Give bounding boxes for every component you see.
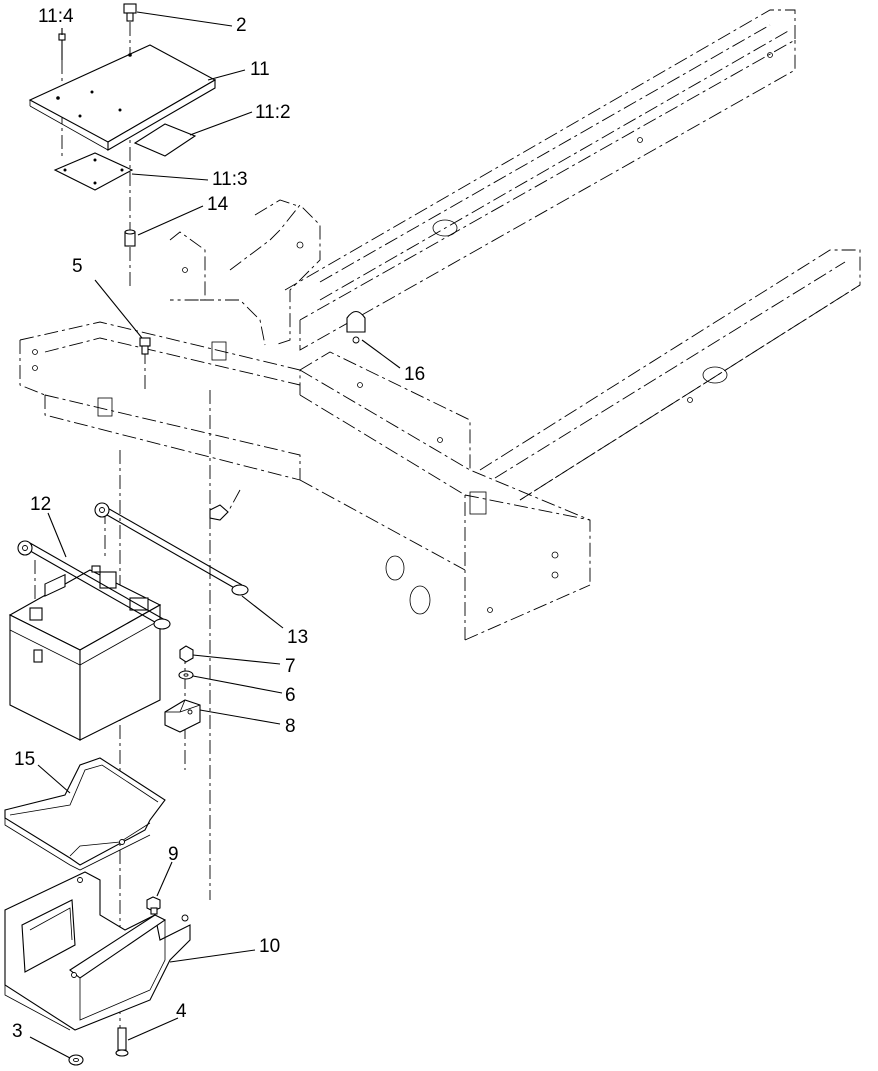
battery	[8, 565, 162, 741]
callout-7: 7	[285, 656, 296, 677]
gasket-11-3	[53, 152, 134, 191]
callout-11: 11	[250, 59, 270, 80]
callout-11-3: 11:3	[212, 169, 248, 190]
callout-10: 10	[259, 936, 280, 957]
battery-bracket-10	[4, 871, 191, 1031]
callout-15: 15	[14, 749, 35, 770]
leader-lines	[29, 11, 401, 1059]
spacer-14	[124, 229, 136, 247]
main-frame-rails	[19, 9, 861, 641]
callout-labels: 11:4 2 11 11:2 11:3 14 5 16 12 13 7 6 8 …	[12, 6, 425, 1042]
rod-13	[94, 502, 249, 596]
cover-plate-11	[28, 44, 217, 151]
callout-16: 16	[404, 364, 425, 385]
frame-nut	[209, 504, 229, 521]
callout-11-4: 11:4	[38, 6, 74, 27]
callout-5: 5	[72, 256, 83, 277]
bracket-8	[164, 699, 201, 733]
callout-3: 3	[12, 1021, 23, 1042]
battery-tray-15	[4, 757, 166, 871]
callout-6: 6	[285, 685, 296, 706]
callout-4: 4	[176, 1001, 187, 1022]
callout-14: 14	[207, 194, 229, 215]
callout-8: 8	[285, 716, 296, 737]
callout-12: 12	[30, 494, 51, 515]
callout-13: 13	[287, 627, 308, 648]
bolt-4	[115, 1027, 129, 1057]
label-11-2	[133, 123, 197, 157]
clamp-16	[346, 310, 366, 344]
fastener-2	[123, 3, 137, 22]
rod-12	[17, 540, 171, 630]
screw-11-4	[58, 33, 66, 60]
nut-7	[179, 645, 194, 663]
washer-6	[178, 670, 194, 680]
bolt-5	[139, 337, 151, 355]
bolt-9	[146, 896, 161, 915]
callout-9: 9	[168, 844, 179, 865]
nut-3	[68, 1054, 84, 1066]
callout-2: 2	[236, 15, 247, 36]
callout-11-2: 11:2	[255, 102, 291, 123]
